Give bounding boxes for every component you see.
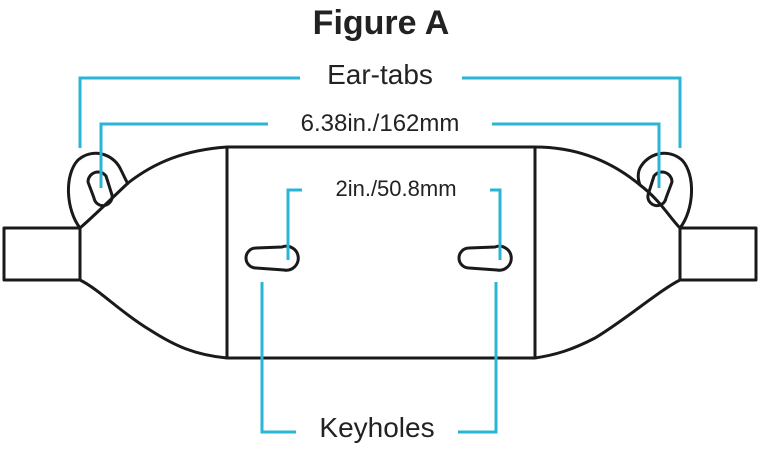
right-keyhole (457, 244, 513, 272)
keyholes-leader-right (458, 282, 498, 434)
width-dimension-right (492, 122, 661, 188)
keyhole-spacing-left (286, 188, 302, 260)
left-end-block (2, 226, 82, 282)
ear-tabs-label: Ear-tabs (321, 61, 439, 89)
figure-title: Figure A (312, 4, 450, 42)
keyholes-label: Keyholes (313, 414, 441, 442)
left-ear-tab-slot (86, 170, 114, 208)
keyhole-spacing-label: 2in./50.8mm (329, 178, 463, 200)
left-keyhole (244, 244, 300, 272)
right-ear-tab (636, 151, 694, 229)
width-dimension-left (99, 122, 268, 188)
right-ear-tab-slot (646, 170, 674, 208)
left-ear-tab (66, 151, 130, 229)
keyhole-spacing-right (490, 188, 502, 260)
ear-tabs-leader-right (462, 76, 682, 148)
right-end-block (678, 226, 758, 282)
width-dimension-label: 6.38in./162mm (294, 112, 466, 136)
ear-tabs-leader-left (78, 76, 300, 148)
keyholes-leader-left (260, 282, 296, 434)
